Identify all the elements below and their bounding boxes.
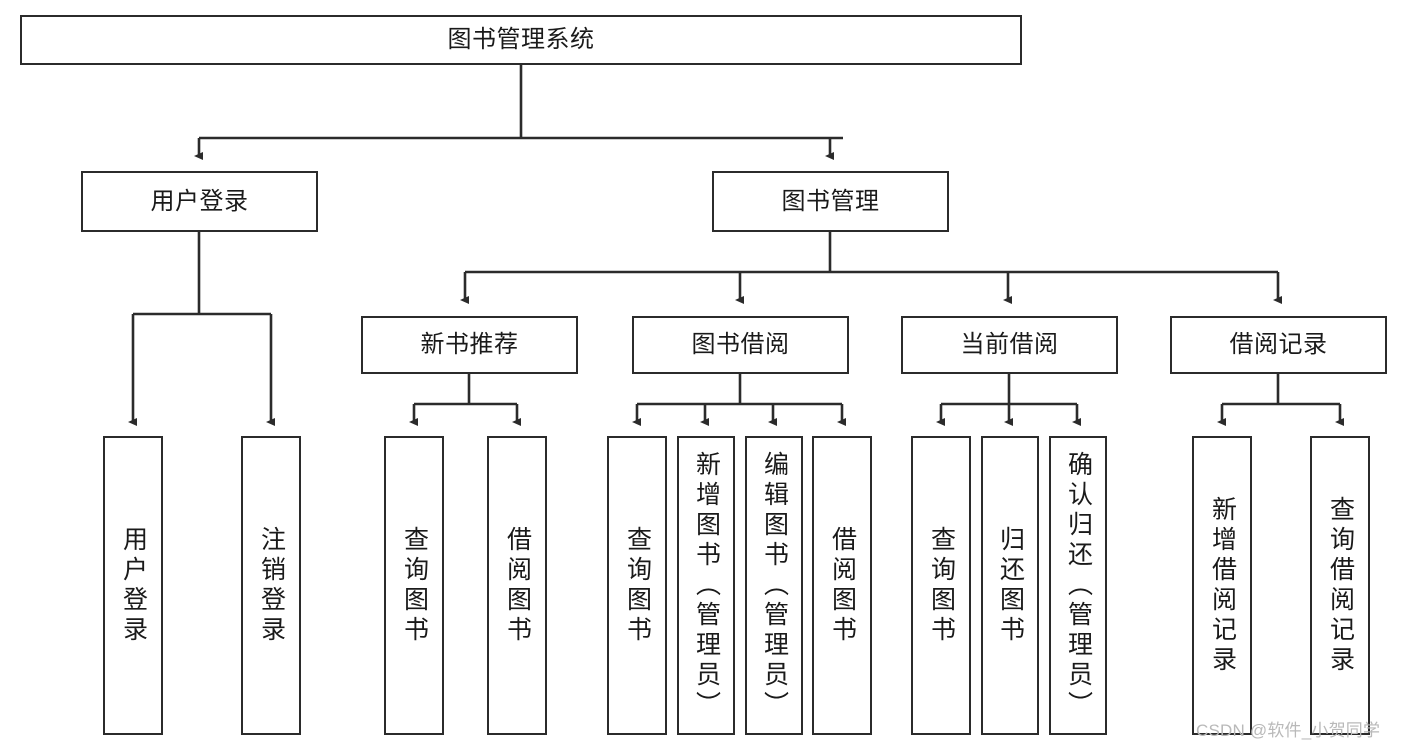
leaf-book-borrow-borrow-books[interactable]: 借阅图书 — [812, 436, 872, 735]
node-book-management[interactable]: 图书管理 — [712, 171, 949, 232]
node-label: 新书推荐 — [420, 331, 519, 358]
leaf-user-login-signout[interactable]: 注销登录 — [241, 436, 301, 735]
node-label: 借阅图书 — [828, 525, 857, 646]
node-label: 图书借阅 — [691, 331, 790, 358]
node-label: 确认归还（管理员） — [1064, 450, 1093, 721]
leaf-current-borrow-confirm-return-admin[interactable]: 确认归还（管理员） — [1049, 436, 1107, 735]
node-label: 借阅记录 — [1229, 331, 1328, 358]
node-label: 新增借阅记录 — [1208, 495, 1237, 676]
node-label: 用户登录 — [150, 187, 249, 215]
node-label: 查询图书 — [623, 525, 652, 646]
node-book-borrow[interactable]: 图书借阅 — [632, 316, 849, 374]
leaf-book-borrow-query-books[interactable]: 查询图书 — [607, 436, 667, 735]
leaf-current-borrow-return-books[interactable]: 归还图书 — [981, 436, 1039, 735]
leaf-new-book-query-books[interactable]: 查询图书 — [384, 436, 444, 735]
node-label: 编辑图书（管理员） — [760, 450, 789, 721]
node-label: 借阅图书 — [503, 525, 532, 646]
node-label: 用户登录 — [119, 525, 148, 646]
node-label: 新增图书（管理员） — [692, 450, 721, 721]
node-label: 查询借阅记录 — [1326, 495, 1355, 676]
leaf-user-login-signin[interactable]: 用户登录 — [103, 436, 163, 735]
node-borrow-record[interactable]: 借阅记录 — [1170, 316, 1387, 374]
node-label: 当前借阅 — [960, 331, 1059, 358]
leaf-borrow-record-add-record[interactable]: 新增借阅记录 — [1192, 436, 1252, 735]
csdn-watermark: CSDN @软件_小贺同学 — [1196, 721, 1381, 740]
node-label: 归还图书 — [996, 525, 1025, 646]
node-label: 查询图书 — [400, 525, 429, 646]
node-label: 查询图书 — [927, 525, 956, 646]
leaf-current-borrow-query-books[interactable]: 查询图书 — [911, 436, 971, 735]
leaf-book-borrow-add-book-admin[interactable]: 新增图书（管理员） — [677, 436, 735, 735]
leaf-borrow-record-query-record[interactable]: 查询借阅记录 — [1310, 436, 1370, 735]
node-label: 注销登录 — [257, 525, 286, 646]
node-new-book-recommend[interactable]: 新书推荐 — [361, 316, 578, 374]
node-root-book-management-system[interactable]: 图书管理系统 — [20, 15, 1022, 65]
leaf-new-book-borrow-books[interactable]: 借阅图书 — [487, 436, 547, 735]
node-user-login[interactable]: 用户登录 — [81, 171, 318, 232]
node-current-borrow[interactable]: 当前借阅 — [901, 316, 1118, 374]
leaf-book-borrow-edit-book-admin[interactable]: 编辑图书（管理员） — [745, 436, 803, 735]
node-label: 图书管理 — [781, 187, 880, 215]
node-label: 图书管理系统 — [447, 26, 595, 53]
